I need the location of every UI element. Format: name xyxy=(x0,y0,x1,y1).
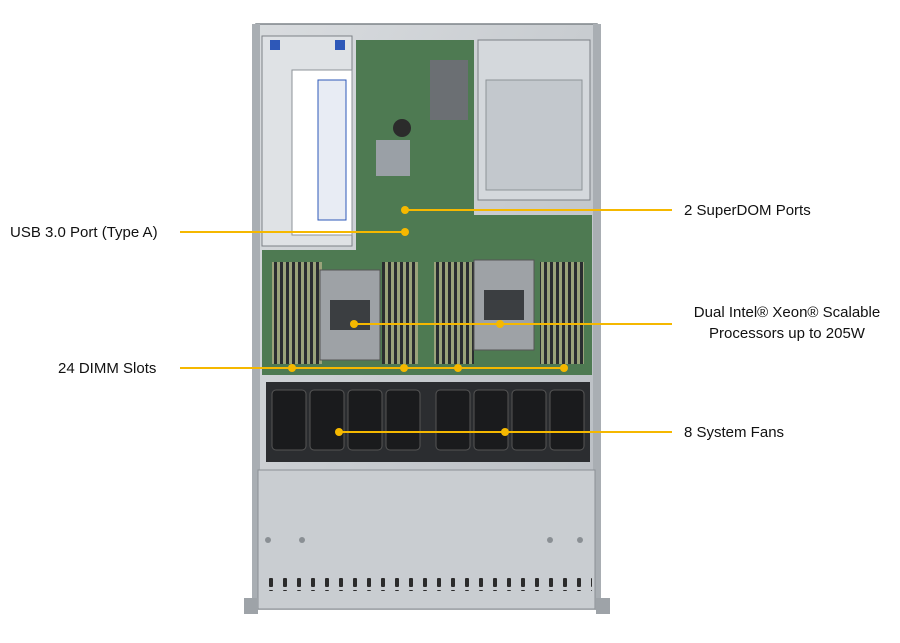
psu-bay xyxy=(477,39,591,201)
callout-dot-fans-1 xyxy=(335,428,343,436)
callout-dot-cpu-2 xyxy=(496,320,504,328)
label-cpu: Dual Intel® Xeon® Scalable Processors up… xyxy=(684,302,890,344)
callout-dot-cpu-1 xyxy=(350,320,358,328)
callouts xyxy=(180,209,672,433)
label-superdom-ports: 2 SuperDOM Ports xyxy=(684,202,811,219)
callout-dot-dimm-4 xyxy=(560,364,568,372)
label-cpu-line1: Dual Intel® Xeon® Scalable xyxy=(693,304,881,321)
callout-dots xyxy=(288,206,568,436)
label-system-fans: 8 System Fans xyxy=(684,424,785,441)
label-usb-port: USB 3.0 Port (Type A) xyxy=(10,224,158,241)
callout-dot-usb xyxy=(401,228,409,236)
callout-dot-dimm-1 xyxy=(288,364,296,372)
callout-dot-dimm-3 xyxy=(454,364,462,372)
riser-cage xyxy=(261,35,353,247)
callout-dot-superdom xyxy=(401,206,409,214)
dimm-banks xyxy=(272,262,584,364)
callout-dot-fans-2 xyxy=(501,428,509,436)
label-dimm-slots: 24 DIMM Slots xyxy=(58,360,157,377)
label-cpu-line2: Processors up to 205W xyxy=(709,325,865,342)
fan-row xyxy=(266,382,590,462)
cpu-heatsinks xyxy=(319,259,535,361)
callout-dot-dimm-2 xyxy=(400,364,408,372)
